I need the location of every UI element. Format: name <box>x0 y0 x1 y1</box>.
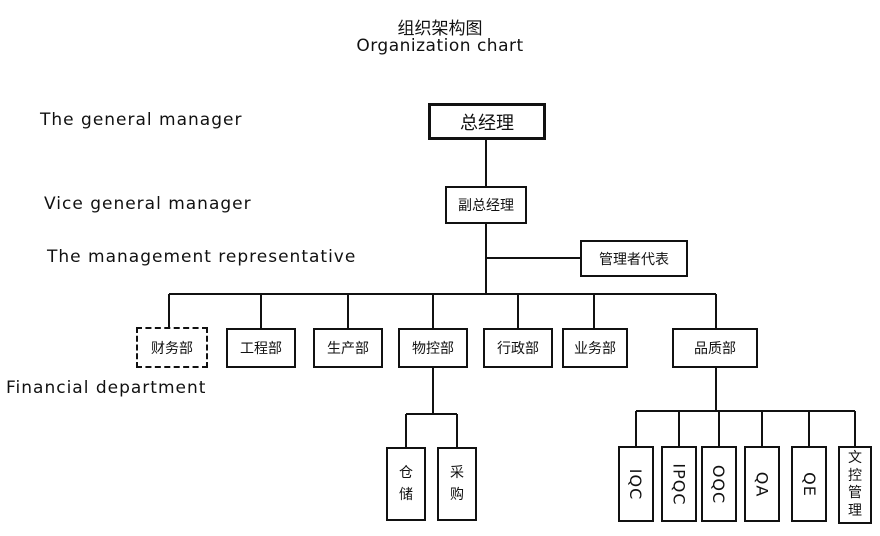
node-qa: QA <box>744 446 780 522</box>
ipqc-label: IPQC <box>669 462 689 506</box>
node-oqc: OQC <box>701 446 737 522</box>
qe-label: QE <box>799 471 819 497</box>
doc-control-char-4: 理 <box>848 502 862 519</box>
level-label-vice-general-manager: Vice general manager <box>44 194 252 214</box>
iqc-label: IQC <box>626 468 646 500</box>
node-general-manager: 总经理 <box>428 103 546 140</box>
node-engineering-department: 工程部 <box>226 328 296 368</box>
node-materials-control-department: 物控部 <box>398 328 468 368</box>
chart-title-chinese: 组织架构图 <box>397 19 483 39</box>
oqc-label: OQC <box>709 464 729 504</box>
node-vice-general-manager: 副总经理 <box>445 186 527 224</box>
purchasing-char-1: 采 <box>450 464 464 481</box>
node-qe: QE <box>791 446 827 522</box>
node-administration-department: 行政部 <box>483 328 553 368</box>
warehouse-char-2: 储 <box>399 487 413 503</box>
chart-title-english: Organization chart <box>356 36 524 56</box>
node-iqc: IQC <box>618 446 654 522</box>
doc-control-char-1: 文 <box>848 450 862 466</box>
warehouse-char-1: 仓 <box>399 464 413 481</box>
level-label-financial-department: Financial department <box>6 378 207 398</box>
node-purchasing: 采 购 <box>437 447 477 521</box>
node-warehouse: 仓 储 <box>386 447 426 521</box>
node-document-control: 文 控 管 理 <box>838 446 872 524</box>
node-production-department: 生产部 <box>313 328 383 368</box>
qa-label: QA <box>752 471 772 497</box>
node-finance-department: 财务部 <box>136 327 208 368</box>
doc-control-char-3: 管 <box>848 485 862 501</box>
purchasing-char-2: 购 <box>450 487 464 503</box>
node-quality-department: 品质部 <box>672 328 758 368</box>
level-label-management-representative: The management representative <box>47 247 357 267</box>
doc-control-char-2: 控 <box>848 467 862 484</box>
node-business-department: 业务部 <box>562 328 628 368</box>
level-label-general-manager: The general manager <box>40 110 243 130</box>
node-ipqc: IPQC <box>661 446 697 522</box>
node-management-representative: 管理者代表 <box>580 240 688 277</box>
